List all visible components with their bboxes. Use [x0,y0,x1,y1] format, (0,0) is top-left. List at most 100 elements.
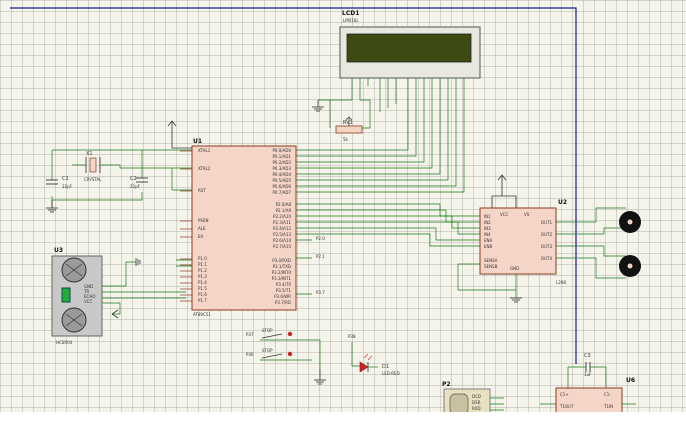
switch-p36-ref: P36 [246,352,254,357]
u2-motor-driver[interactable]: U2 L298 IN1IN2IN3IN4ENAENBSENSASENSBOUT1… [479,199,567,285]
lcd-data-bus [296,98,465,193]
ground-icon [312,99,330,112]
led-icon [359,353,373,373]
switch-p37[interactable]: P37 STOP [246,328,321,370]
p2-pin-dcd: DCD [472,394,481,399]
ground-icon [135,258,141,266]
c2-value: 22pF [130,184,141,189]
u1-u2-bus [296,203,480,247]
u1-pin-left: P1.2 [198,268,207,273]
u2-ref: U2 [558,199,567,206]
u3-pin-echo: ECHO [84,294,95,299]
led-d1[interactable]: P38 D1 LED-RED [348,334,400,376]
c1-value: 22pF [62,184,73,189]
u1-ref: U1 [193,138,202,145]
ground-icon [314,370,326,385]
u1-pin-right: P0.4/AD4 [273,172,292,177]
u1-pin-right: P0.7/AD7 [273,190,292,195]
u1-pin-left: P1.4 [198,280,207,285]
u2-pin-bottom: GND [510,266,519,271]
d1-ref: D1 [382,364,389,370]
ground-icon [510,297,522,303]
rv1-body [335,125,363,134]
switch-icon [261,353,283,359]
u2-pin-right: OUT4 [541,256,553,261]
u2-pin-left: ENA [484,238,493,243]
lcd1-pins [351,78,465,98]
u3-ultrasonic-sensor[interactable]: U3 GND TR ECHO VCC HCSR04 [51,247,103,345]
p38-ref: P38 [348,334,356,339]
c3-ref: C3 [584,353,591,359]
switch-p37-label: STOP [262,328,273,333]
u1-pin-right: P0.5/AD5 [273,178,292,183]
crystal-icon [72,157,192,173]
net-label-p21: P2.1 [316,254,325,259]
x1-part: CRYSTAL [84,177,102,182]
c2-ref: C2 [130,176,137,182]
u1-pin-right: P0.2/AD2 [273,160,292,165]
u1-microcontroller[interactable]: U1 AT89C51 XTAL1XTAL2RSTPSENALEEAP1.0P1.… [180,138,297,317]
lcd1-ref: LCD1 [342,10,359,17]
motor-icon[interactable] [619,211,641,233]
lcd1-screen [346,33,472,63]
u1-pin-left: P1.7 [198,298,207,303]
u1-pin-left: P1.6 [198,292,207,297]
u2-pin-left: SENSA [484,258,498,263]
u1-pin-right: P2.0/A8 [276,202,292,207]
lcd1-component[interactable]: LCD1 LM016L [339,10,481,98]
u1-pin-left: P1.0 [198,256,207,261]
u1-pin-right: P2.6/A14 [273,238,291,243]
u2-body[interactable] [479,207,557,275]
u1-pin-right: P2.5/A13 [273,232,291,237]
u2-pin-top: VCC [500,212,509,217]
u2-pin-left: IN2 [484,220,491,225]
rv1-value: 5k [343,137,349,142]
u1-body[interactable] [191,145,297,311]
switch-p36-label: STOP [262,348,273,353]
net-label-p37: P3.7 [316,290,325,295]
switch-p37-ref: P37 [246,332,254,337]
u1-pin-right: P2.7/A15 [273,244,291,249]
u1-pin-right: P2.3/A11 [273,220,291,225]
u1-pin-left: RST [198,188,206,193]
u6-ref: U6 [626,377,635,384]
u6-pin-c1minus: C1- [604,392,611,397]
u1-pin-right: P3.2/INT0 [272,270,292,275]
u1-pin-right: P0.0/AD0 [273,148,292,153]
u1-right-pins: P0.0/AD0P0.1/AD1P0.2/AD2P0.3/AD3P0.4/AD4… [272,148,292,305]
canvas-bottom-edge [0,412,686,421]
u1-pin-left: P1.3 [198,274,207,279]
crystal-circuit[interactable]: X1 CRYSTAL C1 22pF C2 22pF [46,149,192,213]
u1-pin-left: P1.1 [198,262,207,267]
u1-pin-left: XTAL1 [198,148,211,153]
motor-icon[interactable] [619,255,641,277]
u1-pin-right: P2.4/A12 [273,226,291,231]
u1-pin-right: P0.6/AD6 [273,184,292,189]
u3-pin-tr: TR [83,289,89,294]
u1-pin-right: P3.0/RXD [272,258,291,263]
capacitor-icon [46,177,148,185]
u1-pin-right: P0.1/AD1 [273,154,292,159]
u1-pin-left: PSEN [198,218,208,223]
capacitor-icon [585,362,591,372]
u6-component[interactable]: C3 1uF U6 C1+ T1OUT C1- T1IN [540,353,636,421]
x1-ref: X1 [86,151,93,157]
u1-pin-right: P2.2/A10 [273,214,291,219]
ground-icon [46,200,58,213]
rv1-potentiometer[interactable]: RV1 5k [329,86,371,142]
u2-pin-top: VS [524,212,530,217]
switch-p36[interactable]: P36 STOP [246,348,312,361]
u2-pin-left: SENSB [484,264,498,269]
c1-ref: C1 [62,176,69,182]
u1-pin-right: P3.1/TXD [273,264,291,269]
net-label-p20: P2.0 [316,236,325,241]
c3-value: 1uF [584,372,592,377]
potentiometer-icon [345,116,353,126]
blue-wire[interactable] [10,7,577,364]
u3-ref: U3 [54,247,63,254]
u2-pin-right: OUT1 [541,220,553,225]
u1-pin-right: P0.3/AD3 [273,166,292,171]
p2-pin-dsr: DSR [472,400,481,405]
